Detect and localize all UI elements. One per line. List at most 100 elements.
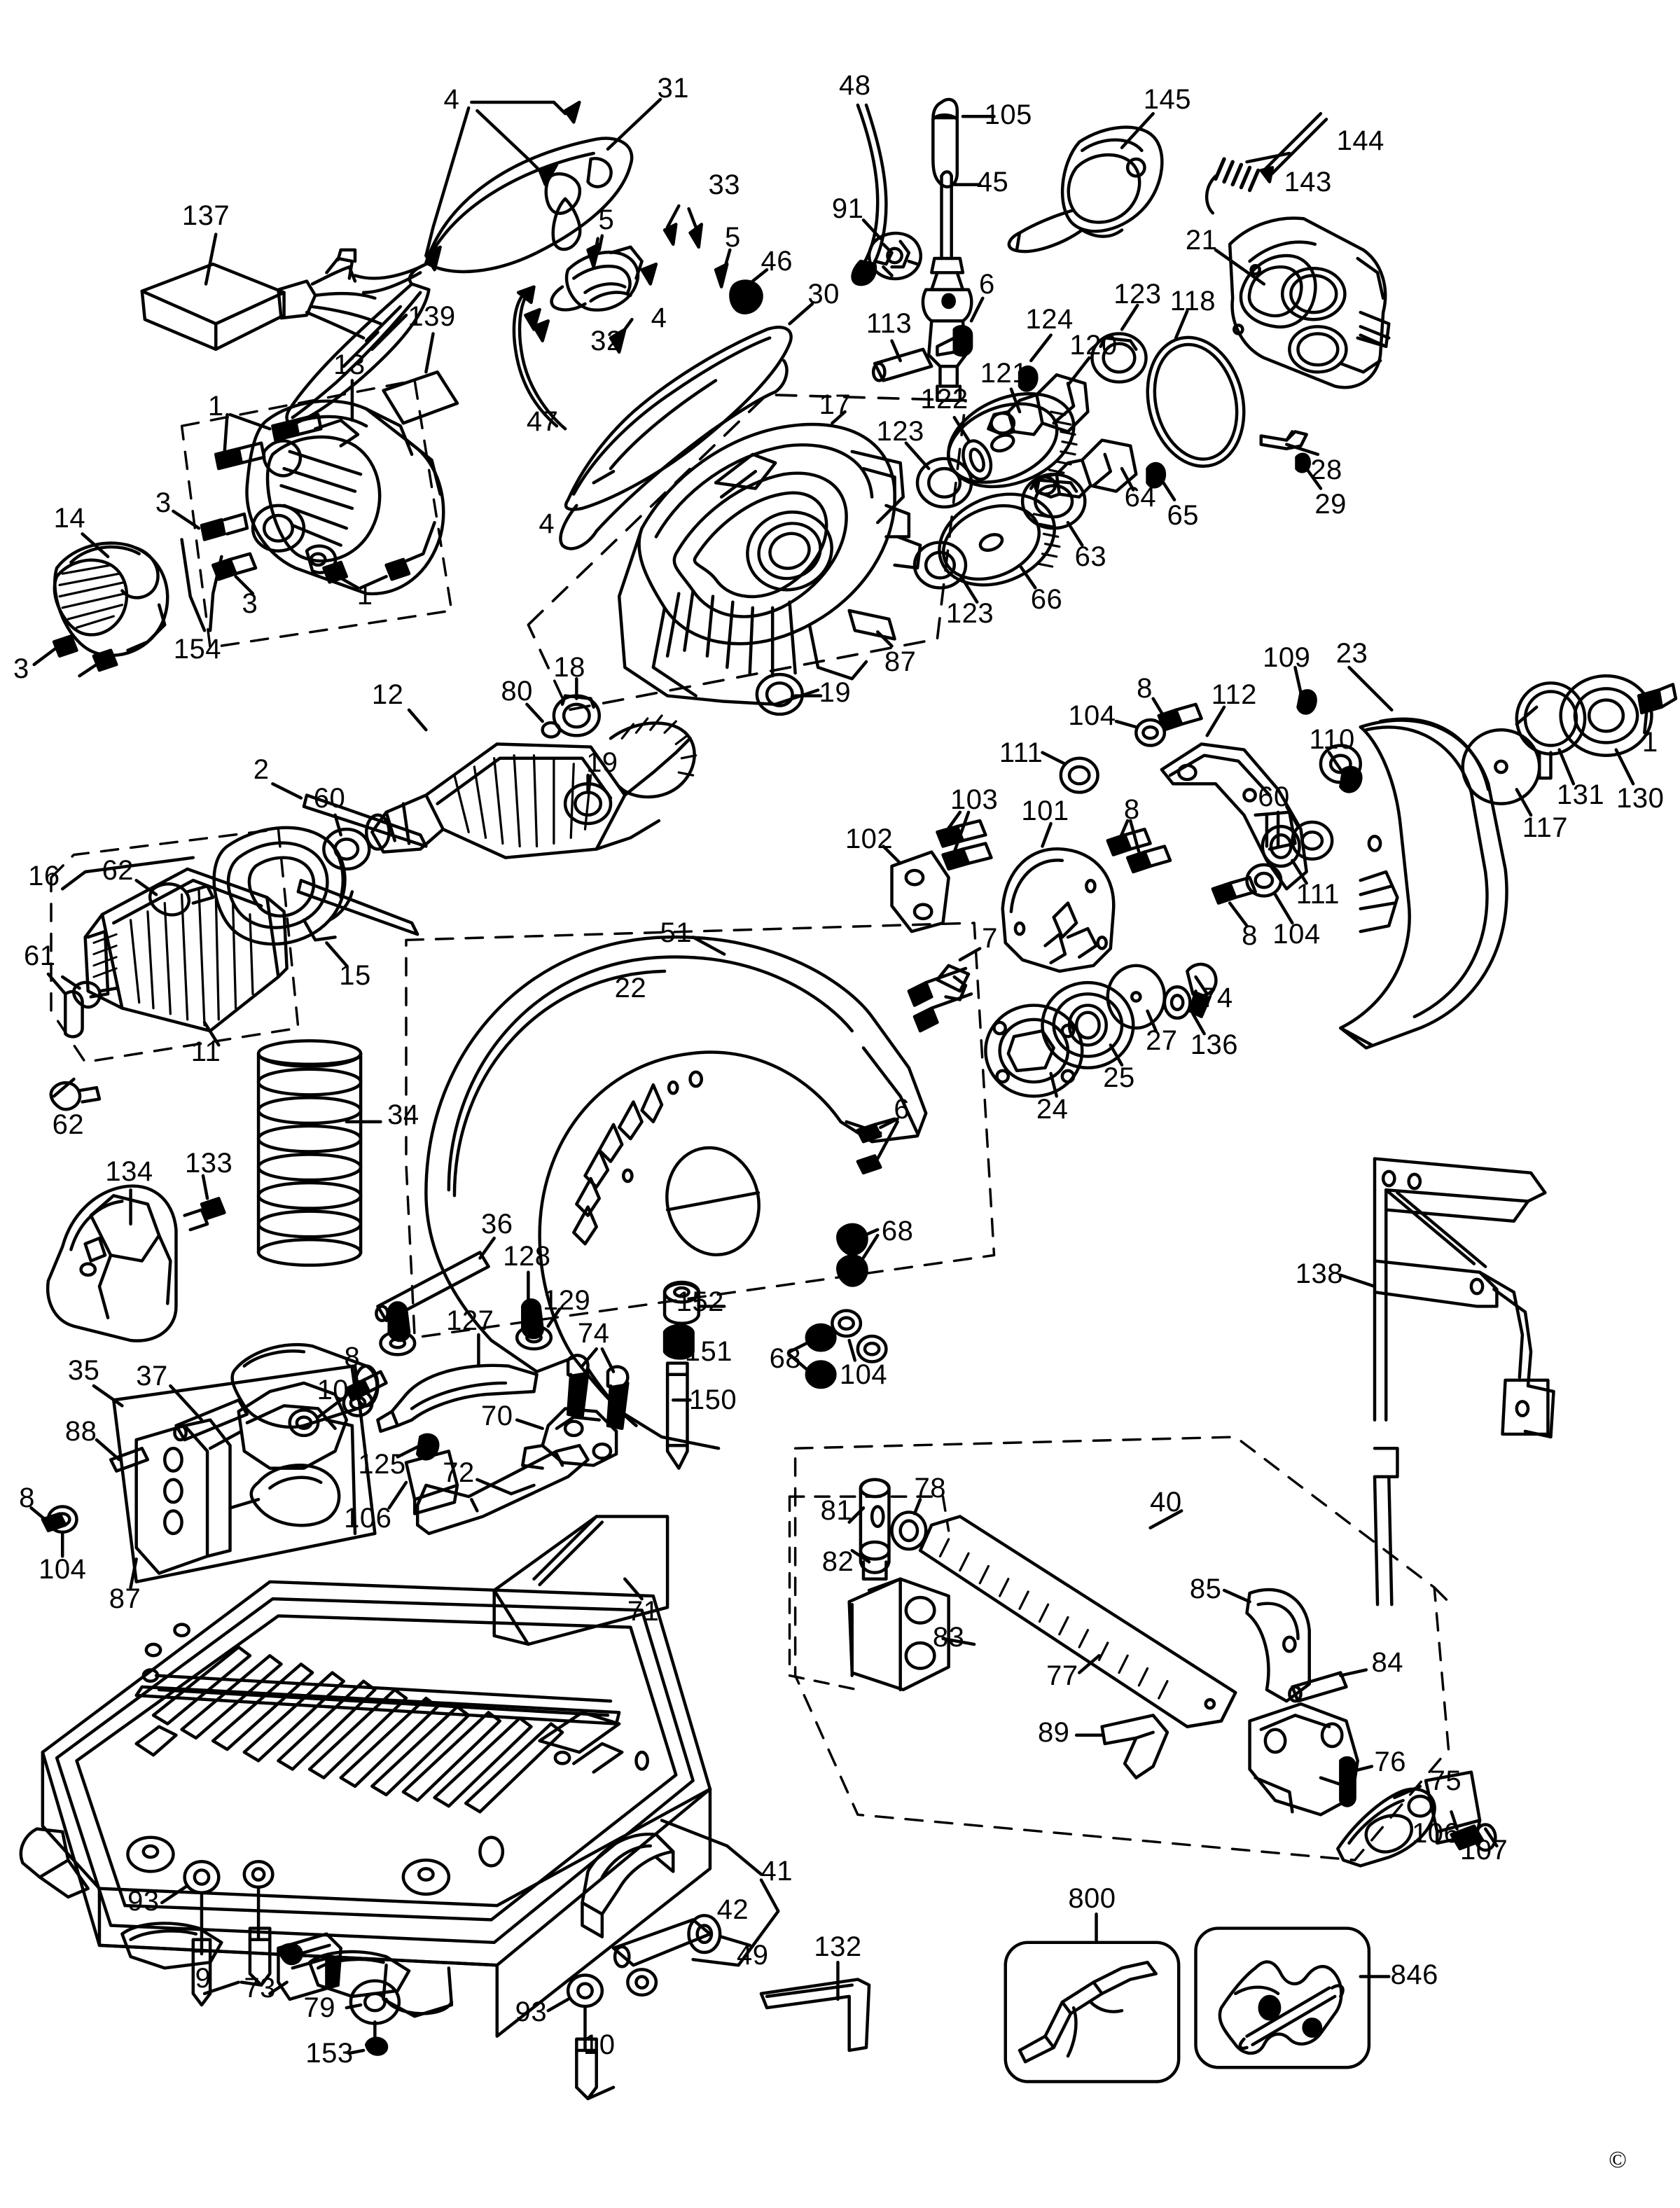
part-callout-84: 84 (1371, 1647, 1403, 1679)
part-callout-51: 51 (660, 917, 693, 949)
part-callout-47: 47 (526, 406, 559, 438)
part-callout-104: 104 (317, 1375, 365, 1406)
part-callout-110: 110 (1309, 724, 1355, 756)
part-callout-125: 125 (358, 1448, 406, 1480)
part-callout-5: 5 (598, 204, 615, 236)
part-callout-4: 4 (651, 303, 667, 334)
part-callout-109: 109 (1263, 641, 1311, 673)
part-callout-846: 846 (1390, 1959, 1438, 1991)
part-callout-800: 800 (1068, 1882, 1116, 1914)
part-callout-68: 68 (769, 1343, 802, 1375)
part-callout-105: 105 (984, 99, 1032, 131)
part-callout-120: 120 (1069, 329, 1118, 361)
part-callout-8: 8 (1137, 673, 1153, 704)
part-callout-24: 24 (1036, 1093, 1069, 1125)
part-callout-60: 60 (1258, 781, 1290, 812)
part-callout-46: 46 (761, 246, 793, 277)
part-callout-41: 41 (761, 1856, 793, 1887)
part-callout-25: 25 (1103, 1062, 1135, 1093)
part-callout-150: 150 (688, 1384, 737, 1416)
part-callout-134: 134 (105, 1155, 153, 1187)
part-callout-15: 15 (339, 959, 371, 991)
part-callout-153: 153 (305, 2037, 354, 2069)
part-callout-29: 29 (1314, 488, 1347, 520)
part-callout-85: 85 (1189, 1573, 1222, 1604)
part-callout-31: 31 (657, 72, 689, 104)
part-callout-1: 1 (1642, 727, 1658, 758)
part-callout-13: 13 (333, 349, 366, 381)
part-callout-8: 8 (19, 1483, 35, 1514)
part-callout-76: 76 (1374, 1747, 1407, 1778)
part-callout-27: 27 (1146, 1025, 1178, 1057)
part-callout-12: 12 (371, 679, 404, 710)
part-callout-104: 104 (1068, 700, 1116, 731)
part-callout-3: 3 (242, 588, 258, 619)
copyright-mark: © (1609, 2147, 1627, 2173)
part-callout-130: 130 (1616, 782, 1665, 814)
part-callout-4: 4 (443, 83, 460, 115)
part-callout-65: 65 (1167, 500, 1199, 532)
part-callout-123: 123 (876, 416, 924, 447)
part-callout-60: 60 (313, 782, 346, 814)
part-callout-75: 75 (1429, 1765, 1462, 1796)
part-callout-11: 11 (190, 1036, 221, 1068)
part-callout-17: 17 (819, 389, 852, 420)
part-callout-61: 61 (24, 940, 56, 971)
part-callout-35: 35 (67, 1354, 100, 1386)
part-callout-104: 104 (839, 1359, 888, 1390)
part-callout-87: 87 (109, 1583, 141, 1615)
part-callout-124: 124 (1025, 304, 1074, 335)
part-callout-112: 112 (1211, 679, 1257, 710)
part-callout-136: 136 (1190, 1029, 1238, 1061)
part-callout-106: 106 (1412, 1817, 1460, 1849)
part-callout-64: 64 (1124, 481, 1157, 513)
part-callout-137: 137 (181, 200, 230, 232)
part-callout-118: 118 (1169, 285, 1216, 317)
part-callout-123: 123 (1113, 278, 1162, 310)
part-callout-117: 117 (1522, 812, 1568, 844)
part-callout-88: 88 (64, 1415, 97, 1447)
part-callout-48: 48 (839, 69, 871, 101)
part-callout-80: 80 (501, 676, 533, 707)
part-callout-33: 33 (708, 169, 740, 200)
part-callout-30: 30 (807, 278, 840, 310)
part-callout-6: 6 (894, 1093, 910, 1125)
part-callout-34: 34 (387, 1099, 419, 1130)
part-callout-127: 127 (446, 1305, 494, 1336)
part-callout-1: 1 (356, 579, 373, 611)
part-callout-78: 78 (914, 1472, 947, 1504)
part-callout-151: 151 (684, 1336, 733, 1368)
part-callout-83: 83 (932, 1621, 965, 1653)
part-callout-87: 87 (884, 646, 917, 677)
part-callout-129: 129 (543, 1285, 591, 1317)
part-callout-19: 19 (586, 747, 618, 778)
part-callout-111: 111 (1296, 879, 1340, 910)
part-callout-132: 132 (814, 1931, 862, 1962)
part-callout-133: 133 (184, 1147, 233, 1179)
part-callout-102: 102 (845, 824, 894, 855)
part-callout-72: 72 (443, 1457, 475, 1488)
part-callout-7: 7 (982, 923, 998, 954)
part-callout-3: 3 (155, 487, 172, 518)
part-callout-104: 104 (1272, 919, 1321, 950)
part-callout-81: 81 (820, 1495, 853, 1527)
part-callout-8: 8 (1123, 793, 1140, 825)
part-callout-62: 62 (52, 1109, 85, 1140)
part-callout-131: 131 (1556, 779, 1605, 811)
part-callout-21: 21 (1185, 224, 1218, 256)
part-callout-28: 28 (1310, 454, 1342, 486)
part-callout-113: 113 (866, 308, 912, 340)
part-callout-111: 111 (999, 737, 1043, 768)
part-callout-45: 45 (976, 166, 1009, 197)
part-callout-139: 139 (408, 301, 456, 333)
part-callout-128: 128 (503, 1241, 551, 1272)
part-callout-89: 89 (1037, 1716, 1070, 1748)
part-callout-66: 66 (1030, 583, 1063, 615)
part-callout-106: 106 (344, 1502, 392, 1534)
part-callout-6: 6 (979, 268, 995, 300)
part-callout-18: 18 (553, 651, 585, 683)
part-callout-122: 122 (920, 383, 969, 415)
part-callout-3: 3 (13, 653, 29, 685)
part-callout-93: 93 (515, 1997, 548, 2028)
part-callout-107: 107 (1460, 1835, 1508, 1866)
